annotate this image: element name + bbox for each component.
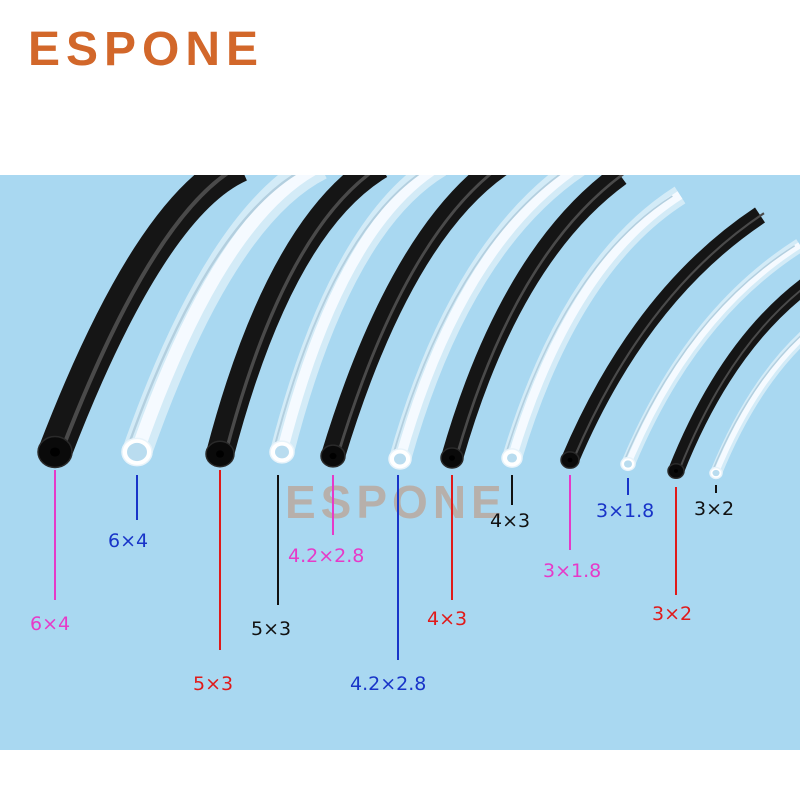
- tube-bore: [567, 457, 573, 463]
- tubes-illustration: [37, 175, 800, 480]
- leader-line: [397, 475, 399, 660]
- tube-bore: [624, 460, 632, 468]
- leader-line: [675, 487, 677, 595]
- tube-bore: [275, 445, 289, 459]
- size-label: 3×1.8: [543, 560, 602, 582]
- tube-bore: [449, 455, 455, 461]
- tube-black-2: [205, 175, 388, 468]
- tube-clear-3: [269, 175, 447, 464]
- tube-black-10: [667, 279, 800, 480]
- tube-bore: [127, 442, 147, 462]
- leader-line: [511, 475, 513, 505]
- tube-black-8: [560, 207, 765, 469]
- tube-clear-1: [121, 175, 328, 467]
- leader-line: [219, 470, 221, 650]
- tube-clear-11: [709, 331, 800, 480]
- size-label: 6×4: [30, 613, 71, 635]
- size-label: 4.2×2.8: [288, 545, 365, 567]
- size-label: 5×3: [193, 673, 234, 695]
- size-label: 3×2: [652, 603, 693, 625]
- tube-black-6: [440, 175, 627, 469]
- tube-clear-9: [620, 239, 800, 472]
- brand-logo: ESPONE: [28, 23, 265, 76]
- leader-line: [451, 475, 453, 600]
- size-label: 4.2×2.8: [350, 673, 427, 695]
- tube-black-4: [320, 175, 507, 468]
- tube-bore: [329, 452, 337, 460]
- tube-black-0: [37, 175, 248, 469]
- tube-bore: [712, 469, 720, 477]
- tube-bore: [216, 450, 224, 458]
- leader-line: [54, 470, 56, 600]
- tube-clear-5: [388, 175, 585, 470]
- size-label: 5×3: [251, 618, 292, 640]
- leader-line: [627, 478, 629, 495]
- watermark: ESPONE: [285, 476, 507, 528]
- tube-bore: [674, 469, 678, 473]
- size-label: 3×1.8: [596, 500, 655, 522]
- tube-bore: [50, 447, 60, 457]
- tube-bore: [394, 453, 406, 465]
- tube-bore: [507, 453, 517, 463]
- leader-line: [136, 475, 138, 520]
- size-label: 4×3: [427, 608, 468, 630]
- size-label: 4×3: [490, 510, 531, 532]
- size-label: 3×2: [694, 498, 735, 520]
- leader-line: [277, 475, 279, 605]
- product-photo: ESPONE 6×4 6×4 5×3 5×3 4.2×2.8 4.2×2.8 4×3 4×3 3…: [0, 175, 800, 750]
- tube-clear-7: [501, 186, 686, 468]
- size-label: 6×4: [108, 530, 149, 552]
- leader-line: [569, 475, 571, 550]
- leader-line: [332, 475, 334, 535]
- leader-line: [715, 485, 717, 493]
